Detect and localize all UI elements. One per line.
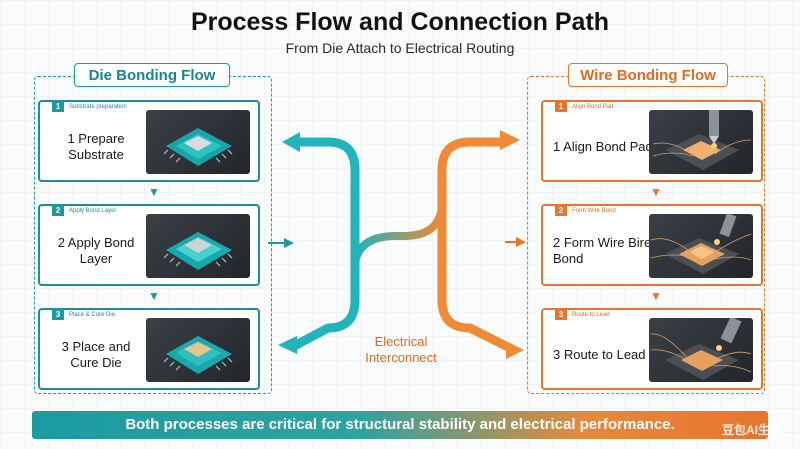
step-label: 3 Route to Lead: [553, 347, 646, 362]
orange-arrow-bottom: [506, 341, 524, 359]
step-caption: Substrate preparation: [66, 102, 130, 112]
orange-arrow-top: [500, 130, 520, 150]
die-bonding-header: Die Bonding Flow: [74, 63, 230, 87]
wire-step-3: 3 Route to Lead 3 Route to Lead: [541, 308, 763, 390]
step-caption: Form Wire Bond: [569, 206, 619, 216]
wire-bond-image: [649, 214, 753, 278]
step-number: 2: [555, 205, 567, 216]
down-arrow-icon: ▼: [650, 185, 662, 199]
watermark: 豆包AI生成: [722, 423, 783, 437]
electrical-interconnect-label: Electrical Interconnect: [365, 334, 437, 365]
step-number: 3: [52, 309, 64, 320]
substrate-chip-image: [146, 110, 250, 174]
cured-die-chip-image: [146, 318, 250, 382]
step-label: 2 Apply Bond Layer: [57, 235, 135, 266]
page-subtitle: From Die Attach to Electrical Routing: [285, 40, 515, 56]
step-number: 3: [555, 309, 567, 320]
step-caption: Apply Bond Layer: [66, 206, 120, 216]
step-label: 1 Align Bond Pad: [553, 139, 653, 154]
wire-step-1: 1 Align Bond Pad 1 Align Bond Pad: [541, 100, 763, 182]
step-label: 2 Form Wire Bire Bond: [553, 235, 652, 266]
step-number: 1: [52, 101, 64, 112]
teal-arrow-mid: [284, 238, 294, 248]
orange-arrow-mid: [516, 237, 526, 247]
bond-layer-chip-image: [146, 214, 250, 278]
step-caption: Place & Cure Die: [66, 310, 119, 320]
route-to-lead-image: [649, 318, 753, 382]
step-caption: Route to Lead: [569, 310, 613, 320]
orange-connector-path: [437, 137, 515, 353]
step-label: 1 Prepare Substrate: [67, 131, 125, 162]
step-label: 3 Place and Cure Die: [61, 339, 131, 370]
teal-arrow-top: [282, 132, 300, 152]
down-arrow-icon: ▼: [148, 185, 160, 199]
bond-pad-image: [649, 110, 753, 174]
down-arrow-icon: ▼: [148, 289, 160, 303]
die-step-2: 2 Apply Bond Layer 2 Apply Bond Layer: [38, 204, 260, 286]
page-title: Process Flow and Connection Path: [190, 8, 610, 36]
teal-connector-path: [291, 137, 360, 350]
summary-banner: Both processes are critical for structur…: [32, 411, 768, 439]
die-step-3: 3 Place & Cure Die 3 Place and Cure Die: [38, 308, 260, 390]
center-connector-path: [351, 201, 446, 266]
teal-arrow-bottom: [278, 336, 297, 354]
step-number: 2: [52, 205, 64, 216]
die-step-1: 1 Substrate preparation 1 Prepare Substr…: [38, 100, 260, 182]
wire-bonding-header: Wire Bonding Flow: [568, 63, 728, 87]
step-number: 1: [555, 101, 567, 112]
step-caption: Align Bond Pad: [569, 102, 617, 112]
wire-step-2: 2 Form Wire Bond 2 Form Wire Bire Bond: [541, 204, 763, 286]
down-arrow-icon: ▼: [650, 289, 662, 303]
